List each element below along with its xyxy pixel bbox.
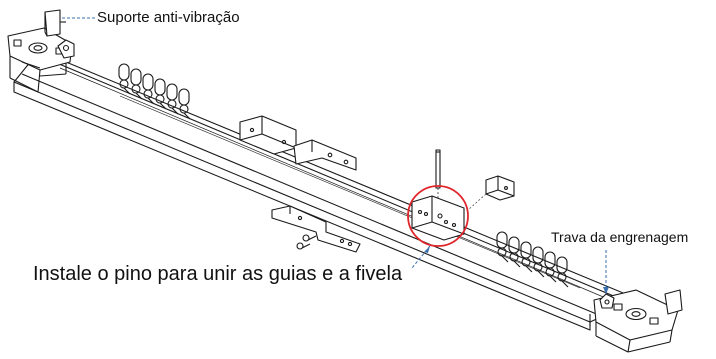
curtain-rail	[13, 49, 641, 331]
callout-arrow-gear-lock	[603, 287, 609, 294]
left-master-carrier	[239, 115, 297, 155]
highlight-circle	[407, 185, 469, 247]
instruction-label: Instale o pino para unir as guias e a fi…	[33, 263, 403, 285]
runner-hooks-right	[496, 231, 569, 288]
left-gear-lock	[57, 39, 75, 59]
buckle-plate-upper	[293, 139, 357, 171]
gear-lock-label: Trava da engrenagem	[551, 229, 689, 245]
connecting-pin	[435, 149, 441, 205]
screws	[296, 234, 317, 250]
buckle-plate-small	[467, 175, 515, 211]
anti-vibration-bracket-label: Suporte anti-vibração	[97, 9, 240, 26]
left-mounting-bracket	[44, 9, 66, 37]
callout-arrow-pin	[424, 246, 430, 253]
right-gear-lock	[599, 293, 615, 309]
right-end-cap	[593, 289, 679, 353]
runner-hooks-left	[118, 63, 191, 120]
center-joint-block	[411, 195, 465, 241]
right-mounting-bracket	[664, 289, 683, 315]
left-end-cap	[7, 27, 73, 93]
buckle-plate-lower	[271, 205, 361, 253]
